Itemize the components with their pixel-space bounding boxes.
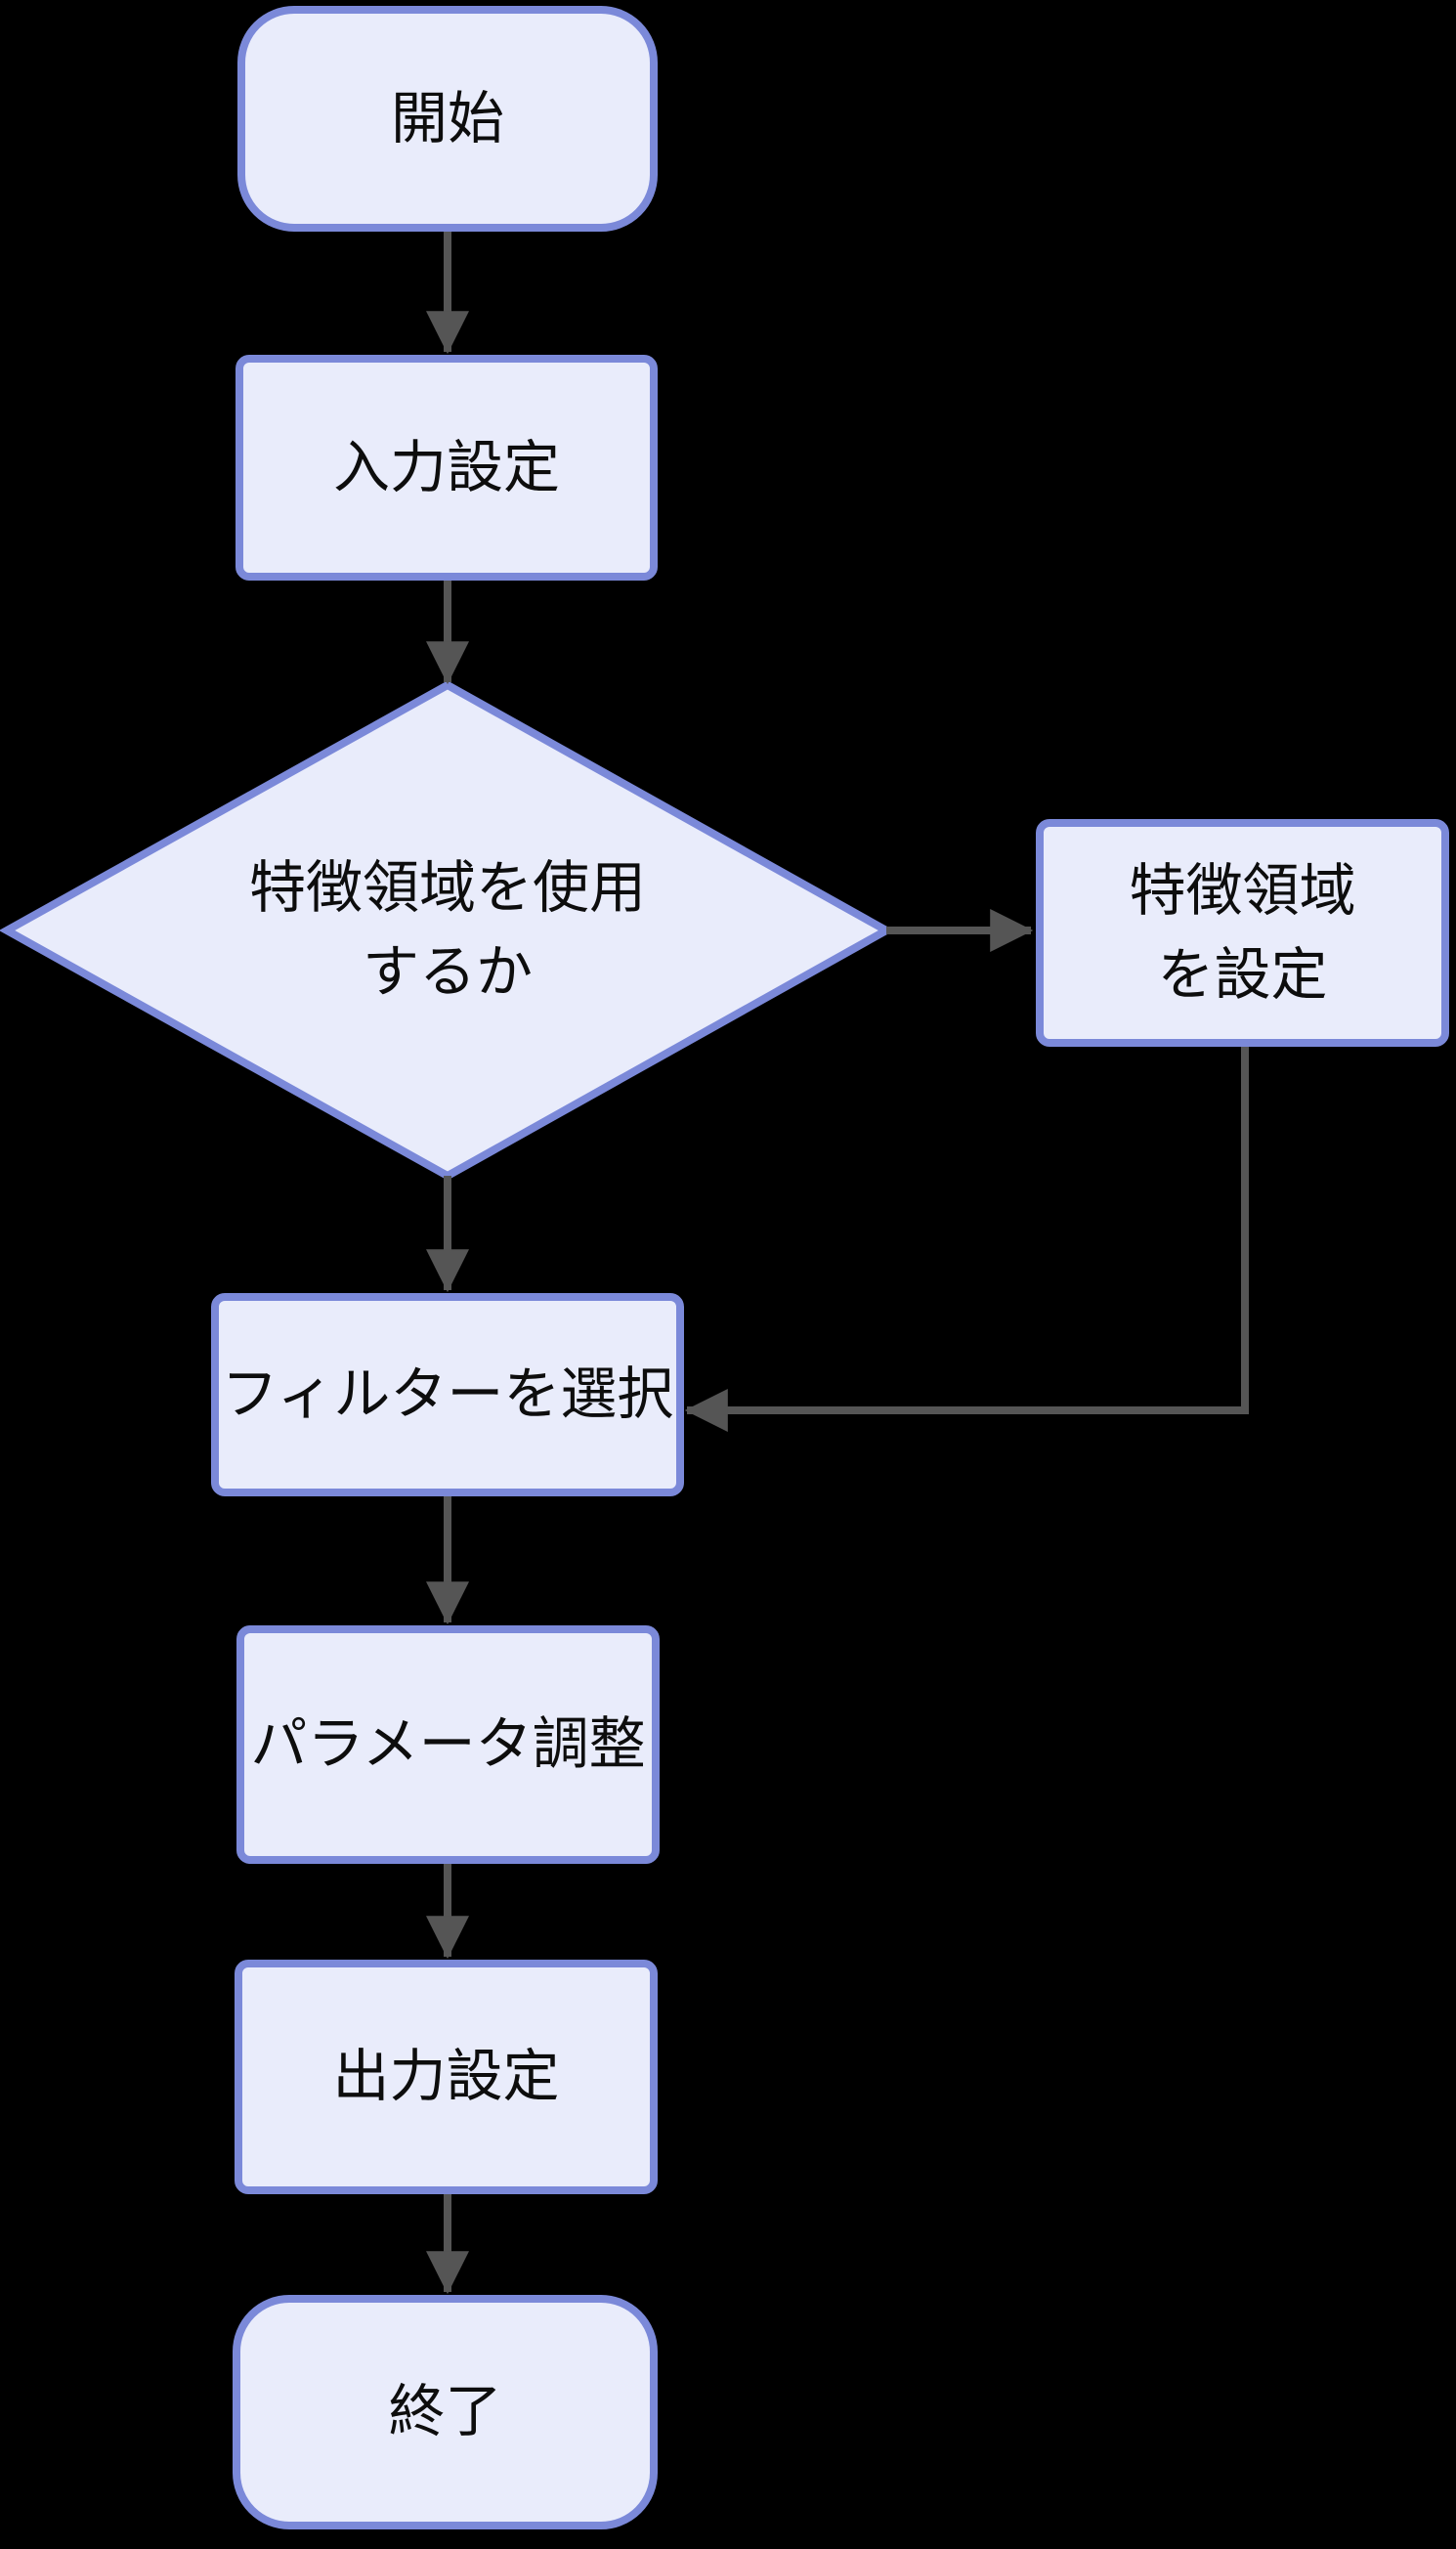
node-select-filter: フィルターを選択 [211,1293,684,1496]
node-start: 開始 [237,6,658,232]
node-set-feature-region: 特徴領域 を設定 [1036,819,1449,1047]
node-decision-label: 特徴領域を使用 するか [248,856,646,1004]
node-end: 終了 [233,2295,658,2529]
node-input-settings: 入力設定 [236,355,658,581]
edge-set-region-to-select-filter [684,1047,1249,1432]
node-adjust-parameters: パラメータ調整 [236,1625,660,1864]
node-output-settings: 出力設定 [235,1960,658,2194]
